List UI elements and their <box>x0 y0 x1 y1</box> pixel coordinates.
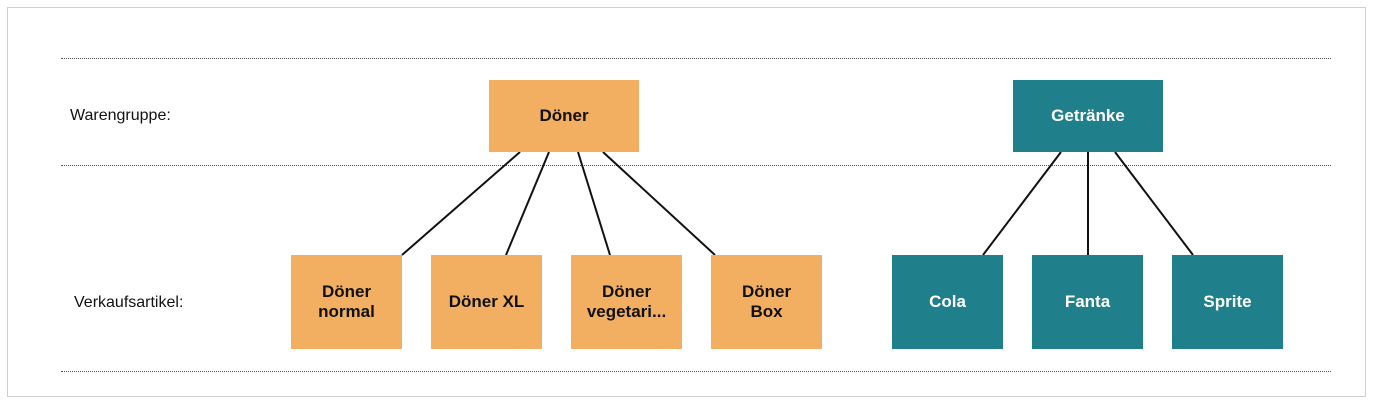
article-node-doener-normal[interactable]: Döner normal <box>291 255 402 349</box>
connector-doener-normal <box>401 151 521 256</box>
row-divider-middle <box>61 165 1331 166</box>
article-node-doener-box[interactable]: Döner Box <box>711 255 822 349</box>
row-divider-top <box>61 58 1331 59</box>
article-node-doener-vegetarisch[interactable]: Döner vegetari... <box>571 255 682 349</box>
article-node-cola[interactable]: Cola <box>892 255 1003 349</box>
group-node-getraenke[interactable]: Getränke <box>1013 80 1163 152</box>
row-label-warengruppe: Warengruppe: <box>70 107 171 124</box>
row-divider-bottom <box>61 371 1331 372</box>
row-label-verkaufsartikel: Verkaufsartikel: <box>74 294 184 311</box>
group-node-doener[interactable]: Döner <box>489 80 639 152</box>
article-node-sprite[interactable]: Sprite <box>1172 255 1283 349</box>
connector-getraenke-cola <box>982 151 1062 256</box>
article-node-doener-xl[interactable]: Döner XL <box>431 255 542 349</box>
connector-doener-xl <box>505 151 550 256</box>
connector-doener-box <box>602 151 716 256</box>
connector-getraenke-sprite <box>1114 151 1194 256</box>
article-node-fanta[interactable]: Fanta <box>1032 255 1143 349</box>
connector-doener-vegetarisch <box>577 151 611 256</box>
